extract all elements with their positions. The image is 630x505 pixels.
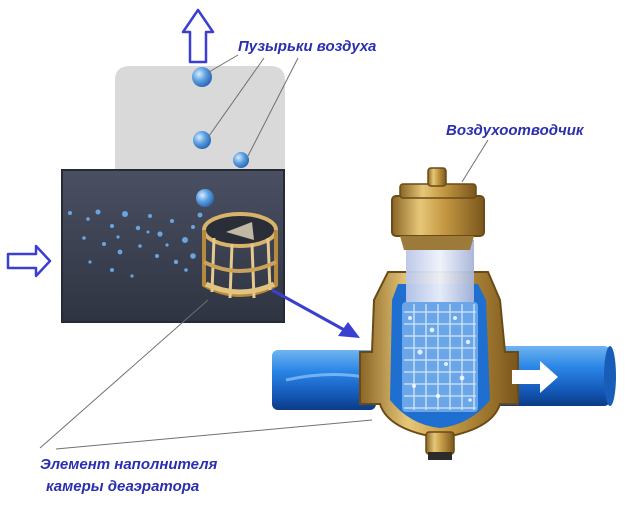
air-vent-label: Воздухоотводчик xyxy=(446,122,584,139)
air-bubbles-label: Пузырьки воздуха xyxy=(238,38,377,55)
air-out-arrow-icon xyxy=(181,8,215,64)
filler-element-ring xyxy=(202,212,278,299)
filler-element-label-line1: Элемент наполнителя xyxy=(40,456,218,473)
pipe-flow-arrow-icon xyxy=(512,361,558,393)
filler-element-label-line2: камеры деаэратора xyxy=(46,478,200,495)
flow-in-arrow-icon xyxy=(6,244,52,278)
pointer-arrowhead xyxy=(338,322,360,338)
deaerator-body xyxy=(359,167,519,460)
micro-bubbles xyxy=(68,209,203,278)
air-bubble-1 xyxy=(192,67,212,87)
air-bubble-2 xyxy=(193,131,211,149)
air-bubble-3 xyxy=(233,152,249,168)
upper-chamber-backdrop xyxy=(115,66,285,170)
rising-bubble xyxy=(196,189,214,207)
